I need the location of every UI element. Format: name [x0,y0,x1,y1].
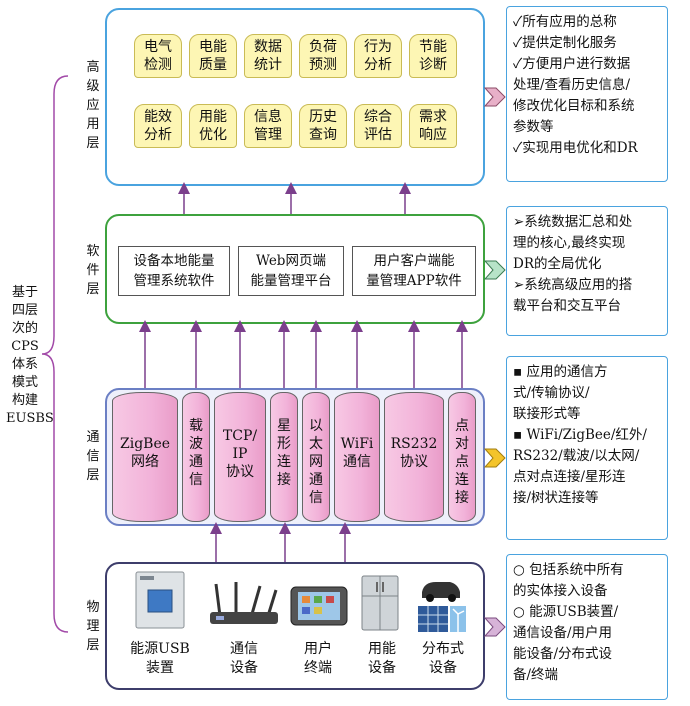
app-card: 负荷预测 [299,34,347,78]
physical-note: ○ 包括系统中所有 的实体接入设备 ○ 能源USB装置/ 通信设备/用户用 能设… [506,554,668,700]
app-card: 数据统计 [244,34,292,78]
app-card: 节能诊断 [409,34,457,78]
software-layer-label: 软件层 [86,244,100,297]
app-card: 行为分析 [354,34,402,78]
software-card: 设备本地能量管理系统软件 [118,246,230,296]
app-card: 历史查询 [299,104,347,148]
comm-cylinder: 点对点连接 [448,392,476,522]
physical-chevron-icon [484,617,506,637]
app-card: 能效分析 [134,104,182,148]
user-terminal-label: 用户终端 [304,641,332,676]
framework-title: 基于 四层 次的 CPS 体系 模式 构建 EUSBS [6,285,54,426]
comm-device-label: 通信设备 [230,641,258,676]
software-card: Web网页端能量管理平台 [238,246,344,296]
app-card: 需求响应 [409,104,457,148]
app-card: 电气检测 [134,34,182,78]
usb-device-image [135,571,185,629]
app-card: 电能质量 [189,34,237,78]
app-card: 综合评估 [354,104,402,148]
application-note: ✓所有应用的总称 ✓提供定制化服务 ✓方便用户进行数据 处理/查看历史信息/ 修… [506,6,668,182]
application-layer-label: 高级应用层 [86,60,100,151]
energy-device-label: 用能设备 [368,641,396,676]
app-chevron-icon [484,87,506,107]
software-card: 用户客户端能量管理APP软件 [352,246,476,296]
communication-layer-label: 通信层 [86,430,100,483]
software-chevron-icon [484,260,506,280]
comm-cylinder: 以太网通信 [302,392,330,522]
physical-layer-label: 物理层 [86,600,100,653]
app-card: 用能优化 [189,104,237,148]
communication-chevron-icon [484,448,506,468]
software-note: ➢系统数据汇总和处 理的核心,最终实现 DR的全局优化 ➢系统高级应用的搭 载平… [506,206,668,336]
comm-cylinder: 载波通信 [182,392,210,522]
left-brace [41,75,69,633]
app-card: 信息管理 [244,104,292,148]
fridge-image [361,575,399,631]
distributed-device-label: 分布式设备 [422,641,464,676]
distributed-devices-image [418,582,466,632]
comm-cylinder: 星形连接 [270,392,298,522]
communication-note: ▪ 应用的通信方 式/传输协议/ 联接形式等 ▪ WiFi/ZigBee/红外/… [506,356,668,540]
tablet-image [290,586,348,626]
router-image [210,582,278,624]
